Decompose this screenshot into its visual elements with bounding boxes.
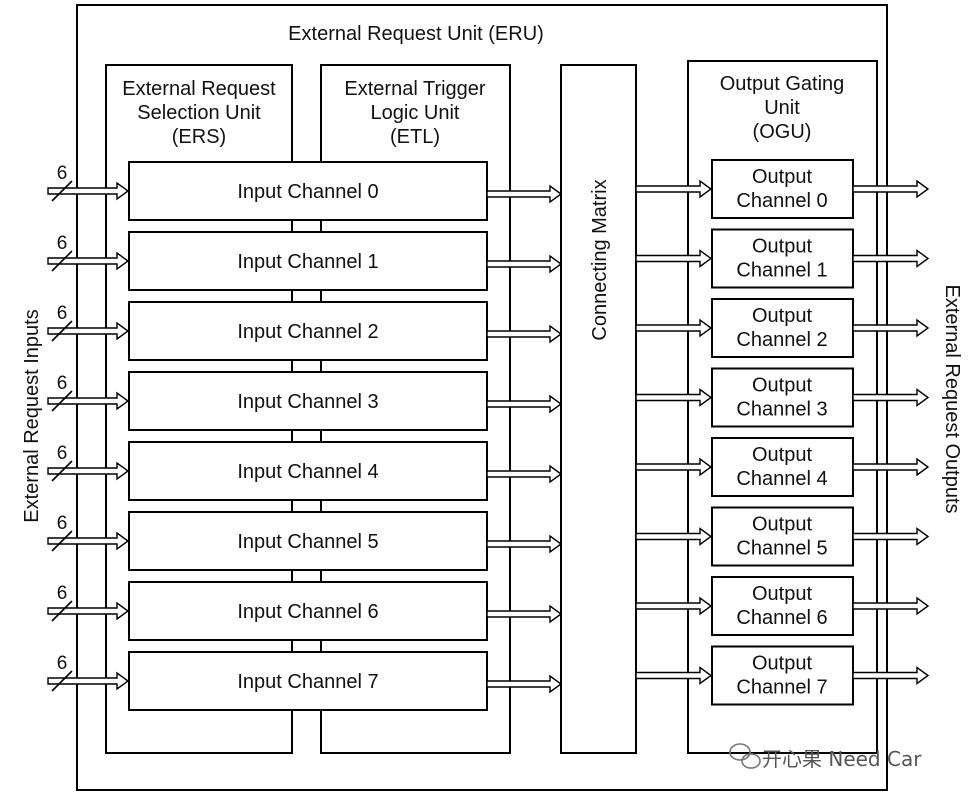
input-channel-label-6: Input Channel 6 (237, 601, 378, 623)
bus-width-label-1: 6 (57, 233, 68, 254)
input-channel-7 (128, 651, 488, 711)
output-channel-3 (711, 367, 854, 428)
bus-slash-3 (51, 390, 73, 412)
output-channel-label-line2-4: Channel 4 (736, 468, 827, 490)
ogu-label-line-3: (OGU) (753, 121, 812, 143)
ers-label-line-2: Selection Unit (137, 102, 261, 124)
output-channel-label-line1-3: Output (752, 375, 812, 397)
bus-slash-4 (51, 460, 73, 482)
input-channel-3 (128, 371, 488, 431)
output-channel-label-line2-3: Channel 3 (736, 399, 827, 421)
matrix-in-arrow-7 (486, 674, 563, 694)
output-channel-label-line1-5: Output (752, 514, 812, 536)
matrix-out-arrow-6 (635, 596, 713, 616)
output-channel-label-line1-7: Output (752, 653, 812, 675)
matrix-in-arrow-6 (486, 604, 563, 624)
ers-label-line-3: (ERS) (172, 126, 226, 148)
output-arrow-1 (852, 249, 930, 268)
input-channel-0 (128, 161, 488, 221)
ogu-label-line-2: Unit (764, 97, 800, 119)
etl-label-line-3: (ETL) (390, 126, 440, 148)
matrix-in-arrow-0 (486, 184, 563, 204)
watermark-text: 开心果 Need Car (762, 747, 922, 771)
input-channel-2 (128, 301, 488, 361)
matrix-in-arrow-3 (486, 394, 563, 414)
output-arrow-3 (852, 388, 930, 407)
output-channel-label-line2-0: Channel 0 (736, 190, 827, 212)
input-channel-label-4: Input Channel 4 (237, 461, 378, 483)
output-arrow-6 (852, 596, 930, 616)
input-channel-label-7: Input Channel 7 (237, 671, 378, 693)
output-arrow-7 (852, 666, 930, 685)
input-channel-5 (128, 511, 488, 571)
output-channel-label-line2-7: Channel 7 (736, 677, 827, 699)
input-channel-label-3: Input Channel 3 (237, 391, 378, 413)
bus-slash-1 (51, 250, 73, 272)
matrix-out-arrow-1 (635, 249, 713, 268)
output-channel-label-line1-6: Output (752, 583, 812, 605)
watermark: 开心果 Need Car (729, 743, 922, 771)
bus-slash-2 (51, 320, 73, 342)
eru-title: External Request Unit (ERU) (288, 23, 544, 45)
matrix-out-arrow-5 (635, 527, 713, 546)
output-channel-4 (711, 437, 854, 497)
etl-label-line-1: External Trigger (344, 78, 486, 100)
input-channel-4 (128, 441, 488, 501)
external-request-inputs-label: External Request Inputs (21, 309, 43, 522)
output-channel-label-line2-1: Channel 1 (736, 260, 827, 282)
ers-label-line-1: External Request (122, 78, 276, 100)
output-arrow-2 (852, 318, 930, 338)
bus-slash-6 (51, 600, 73, 622)
input-channel-label-0: Input Channel 0 (237, 181, 378, 203)
bus-slash-7 (51, 670, 73, 692)
matrix-out-arrow-7 (635, 666, 713, 685)
output-channel-label-line1-4: Output (752, 444, 812, 466)
input-channel-label-1: Input Channel 1 (237, 251, 378, 273)
bus-width-label-5: 6 (57, 513, 68, 534)
output-channel-label-line1-0: Output (752, 166, 812, 188)
bus-width-label-0: 6 (57, 163, 68, 184)
output-arrow-0 (852, 179, 930, 199)
bus-slash-5 (51, 530, 73, 552)
output-channel-0 (711, 159, 854, 219)
bus-width-label-2: 6 (57, 303, 68, 324)
matrix-in-arrow-4 (486, 464, 563, 484)
wechat-logo-icon (729, 743, 761, 769)
connecting-matrix-label: Connecting Matrix (589, 179, 611, 340)
output-channel-label-line1-2: Output (752, 305, 812, 327)
etl-label-line-2: Logic Unit (371, 102, 460, 124)
output-channel-label-line2-6: Channel 6 (736, 607, 827, 629)
output-channel-6 (711, 576, 854, 636)
bus-width-label-4: 6 (57, 443, 68, 464)
bus-width-label-7: 6 (57, 653, 68, 674)
matrix-out-arrow-4 (635, 457, 713, 477)
output-channel-label-line2-2: Channel 2 (736, 329, 827, 351)
matrix-in-arrow-5 (486, 534, 563, 554)
output-channel-label-line1-1: Output (752, 236, 812, 258)
bus-width-label-3: 6 (57, 373, 68, 394)
bus-width-label-6: 6 (57, 583, 68, 604)
input-channel-label-2: Input Channel 2 (237, 321, 378, 343)
matrix-out-arrow-0 (635, 179, 713, 199)
external-request-outputs-label: External Request Outputs (941, 284, 963, 513)
output-channel-7 (711, 645, 854, 706)
output-arrow-5 (852, 527, 930, 546)
bus-slash-0 (51, 180, 73, 202)
output-channel-2 (711, 298, 854, 358)
output-channel-5 (711, 506, 854, 567)
matrix-out-arrow-3 (635, 388, 713, 407)
matrix-in-arrow-1 (486, 254, 563, 274)
output-arrow-4 (852, 457, 930, 477)
connecting-matrix (560, 64, 637, 754)
matrix-out-arrow-2 (635, 318, 713, 338)
matrix-in-arrow-2 (486, 324, 563, 344)
input-channel-label-5: Input Channel 5 (237, 531, 378, 553)
output-channel-label-line2-5: Channel 5 (736, 538, 827, 560)
ogu-label-line-1: Output Gating (720, 73, 845, 95)
